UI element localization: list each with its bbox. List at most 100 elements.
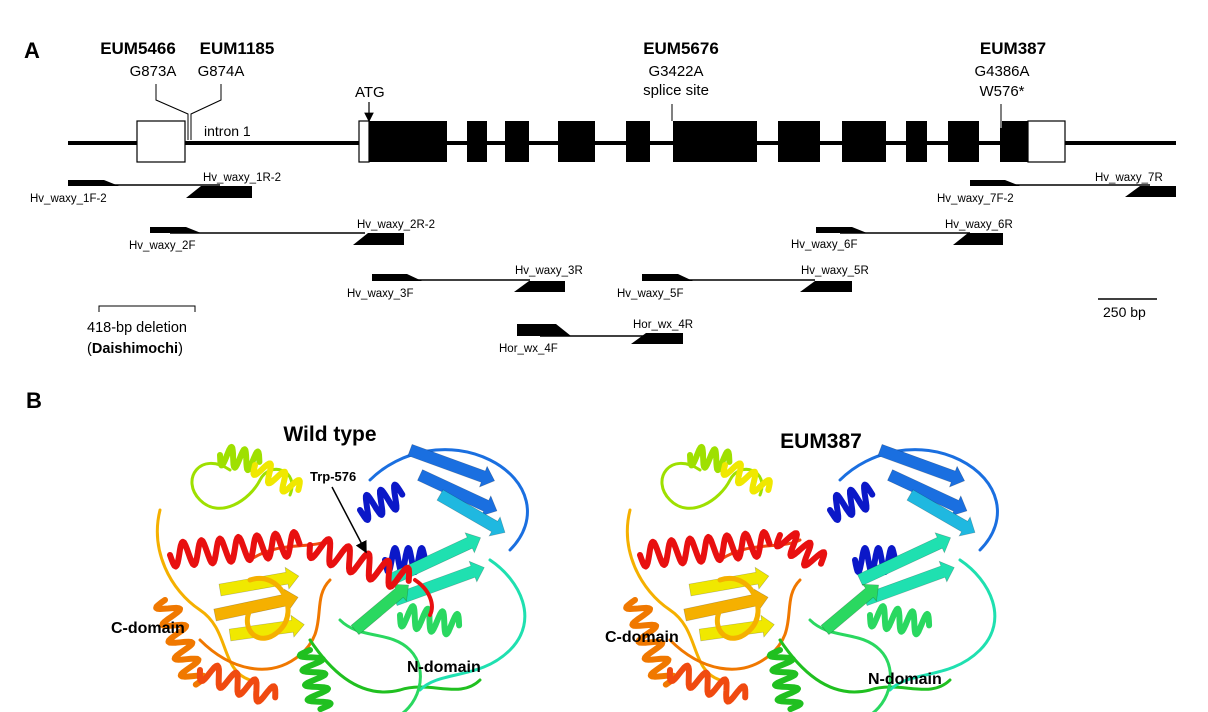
c-domain-label: C-domain (111, 620, 185, 637)
n-domain-label: N-domain (868, 671, 942, 688)
wild-type-protein-structure (153, 443, 529, 712)
ribbon-segment (190, 462, 294, 510)
coding-exon (505, 121, 529, 162)
ribbon-segment (244, 575, 291, 641)
intron-label: intron 1 (204, 123, 251, 139)
ribbon-segment (623, 597, 678, 688)
primer-amplicons (68, 180, 1176, 344)
mutation-eum1185-change: G874A (198, 63, 245, 80)
panel-a-label: A (24, 38, 40, 63)
ribbon-segment (296, 647, 334, 712)
primer-label: Hv_waxy_5R (801, 265, 869, 277)
deletion-cultivar-line: (Daishimochi) (87, 341, 183, 357)
ribbon-segment (808, 618, 892, 712)
mutation-eum5676-change: G3422A (648, 63, 703, 80)
ribbon-segment (368, 448, 529, 552)
panel-b-label: B (26, 388, 42, 413)
ribbon-segment (773, 530, 828, 569)
primer-label: Hv_waxy_5F (617, 288, 683, 300)
trp576-label: Trp-576 (310, 469, 356, 484)
mutation-eum387-name: EUM387 (980, 39, 1046, 58)
coding-exon (778, 121, 820, 162)
beta-strand (820, 583, 879, 636)
beta-strand (218, 566, 300, 597)
primer-label: Hor_wx_4R (633, 319, 693, 331)
ribbon-segment (660, 462, 764, 510)
mutation-eum5466-name: EUM5466 (100, 39, 176, 58)
coding-exon (906, 121, 927, 162)
primer-label: Hv_waxy_3F (347, 288, 413, 300)
deletion-bracket (98, 305, 196, 312)
ribbon-segment (413, 578, 434, 617)
primer-label: Hv_waxy_3R (515, 265, 583, 277)
ribbon-segment (397, 603, 463, 638)
ribbon-segment (838, 448, 999, 552)
n-domain-label: N-domain (407, 659, 481, 676)
primer-label: Hv_waxy_7F-2 (937, 193, 1014, 205)
coding-exon (842, 121, 886, 162)
ribbon-segment (687, 443, 733, 474)
mutation-eum387-note: W576* (979, 83, 1024, 100)
ribbon-segment (778, 638, 952, 694)
ribbon-segment (167, 529, 303, 570)
ribbon-segment (357, 481, 406, 523)
coding-exon (1000, 121, 1028, 162)
ribbon-segment (308, 638, 482, 694)
ribbon-segment (637, 529, 773, 570)
primer-label: Hor_wx_4F (499, 343, 558, 355)
primer-labels: Hv_waxy_1F-2 Hv_waxy_1R-2 Hv_waxy_2F Hv_… (30, 172, 1163, 355)
ribbon-segment (196, 662, 279, 705)
utr-exon-2 (358, 120, 370, 163)
primer-label: Hv_waxy_7R (1095, 172, 1163, 184)
coding-exon (626, 121, 650, 162)
primer-label: Hv_waxy_1R-2 (203, 172, 281, 184)
beta-strand (688, 566, 770, 597)
mutation-eum5466-change: G873A (130, 63, 177, 80)
primer-label: Hv_waxy_6R (945, 219, 1013, 231)
coding-exon (948, 121, 979, 162)
beta-strand (407, 444, 496, 488)
ribbon-segment (306, 536, 413, 590)
ribbon-segment (766, 647, 804, 712)
beta-strand (436, 489, 506, 537)
deletion-text: 418-bp deletion (87, 320, 187, 336)
structure-title: EUM387 (780, 430, 862, 453)
primer-label: Hv_waxy_6F (791, 239, 857, 251)
primer-label: Hv_waxy_2F (129, 240, 195, 252)
beta-strand (887, 469, 968, 517)
ribbon-segment (714, 575, 761, 641)
beta-strand (906, 489, 976, 537)
ribbon-segment (666, 662, 749, 705)
ribbon-segment (153, 597, 208, 688)
utr-exon-1 (136, 120, 186, 163)
beta-strand (877, 444, 966, 488)
mutation-eum5676-name: EUM5676 (643, 39, 719, 58)
ribbon-segment (720, 460, 773, 495)
c-domain-label: C-domain (605, 629, 679, 646)
eum387-protein-structure (623, 443, 999, 712)
coding-exon (467, 121, 487, 162)
scale-bar-label: 250 bp (1103, 304, 1146, 320)
ribbon-segment (827, 481, 876, 523)
mutation-eum387-change: G4386A (974, 63, 1029, 80)
ribbon-segment (852, 545, 898, 575)
mutation-eum1185-name: EUM1185 (200, 39, 275, 58)
coding-exon (558, 121, 595, 162)
structure-title: Wild type (283, 423, 376, 446)
beta-strand (350, 583, 409, 636)
ribbon-segment (382, 545, 428, 575)
primer-label: Hv_waxy_2R-2 (357, 219, 435, 231)
ribbon-segment (250, 460, 303, 495)
ribbon-segment (867, 603, 933, 638)
gene-exons (136, 120, 1066, 163)
coding-exon (673, 121, 757, 162)
trp576-arrow (331, 486, 367, 554)
utr-exon-3 (1027, 120, 1066, 163)
ribbon-segment (217, 443, 263, 474)
coding-exon (369, 121, 447, 162)
ribbon-segment (418, 558, 527, 692)
mutation-eum5676-note: splice site (643, 82, 709, 99)
beta-strand (417, 469, 498, 517)
beta-strand (857, 532, 952, 586)
